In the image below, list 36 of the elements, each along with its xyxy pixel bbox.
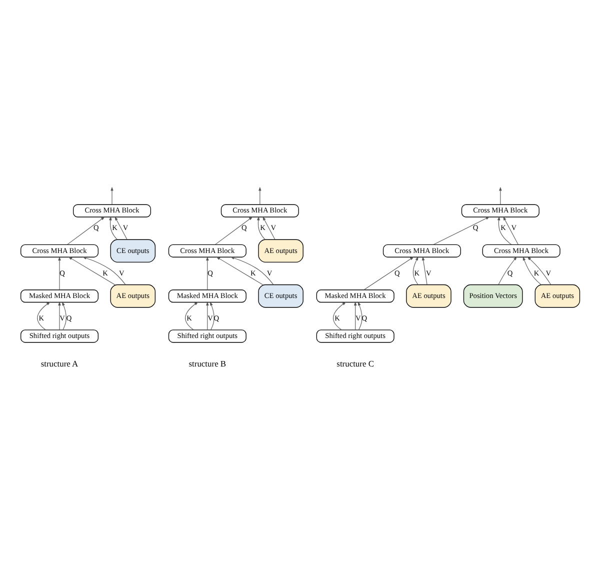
arrow [522, 256, 542, 284]
arrow [206, 301, 209, 330]
arrow [230, 256, 274, 284]
label: structure B [188, 358, 226, 368]
arrow [354, 301, 357, 330]
arrow [58, 301, 61, 330]
arrow [37, 301, 50, 330]
arrow [185, 301, 198, 330]
arrow [82, 256, 126, 284]
arrow [433, 216, 490, 244]
label: structure C [336, 358, 374, 368]
arrow [364, 256, 414, 290]
arrow [110, 186, 114, 204]
arrow [206, 256, 209, 290]
arrow [68, 256, 116, 284]
arrow [262, 216, 276, 240]
arrow [210, 301, 214, 330]
arrow [216, 256, 264, 284]
arrow [258, 186, 262, 204]
arrow [527, 256, 552, 284]
arrow [256, 216, 266, 240]
arrow [358, 301, 362, 330]
arrow [109, 216, 118, 240]
arrow [66, 216, 105, 244]
arrow [214, 216, 253, 244]
arrow [62, 301, 66, 330]
arrow [503, 216, 518, 244]
arrow [412, 256, 418, 285]
arrow [58, 256, 61, 290]
arrow [499, 186, 502, 204]
arrow [333, 301, 346, 330]
arrow [422, 256, 428, 284]
arrow [497, 216, 512, 244]
arrow [498, 256, 518, 284]
arrow [114, 216, 128, 240]
label: structure A [40, 358, 78, 368]
